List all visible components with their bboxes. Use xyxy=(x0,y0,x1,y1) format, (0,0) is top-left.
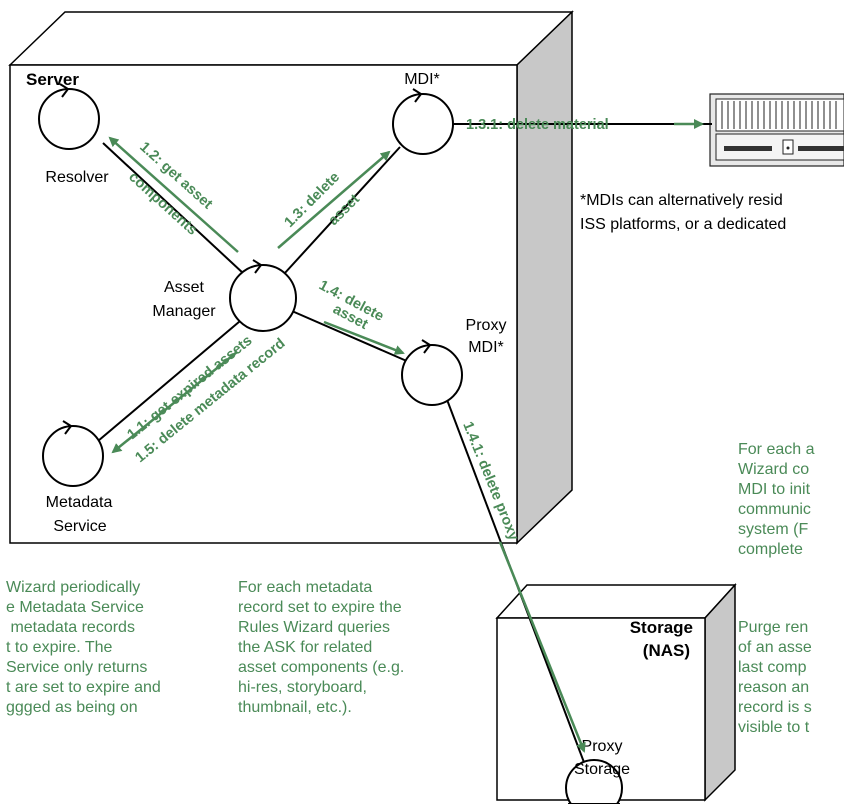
link-manager-metadata xyxy=(97,315,247,442)
storage-box-side xyxy=(704,583,736,802)
nodes xyxy=(38,88,623,804)
link-manager-mdi xyxy=(283,146,401,275)
arrow-1-2 xyxy=(108,136,239,253)
storage-title-line2: (NAS) xyxy=(643,641,690,660)
note-left: Wizard periodically e Metadata Service m… xyxy=(6,579,161,716)
asset-manager-node xyxy=(229,264,297,332)
loop-ticks xyxy=(59,83,432,435)
mdi-node xyxy=(392,93,454,155)
mdi-label: MDI* xyxy=(404,71,440,88)
rack-server-icon xyxy=(709,93,844,167)
note-middle: For each metadata record set to expire t… xyxy=(238,579,405,716)
server-box-side xyxy=(516,10,573,545)
proxy-storage-label-2: Storage xyxy=(574,761,630,778)
message-arrows xyxy=(108,119,704,753)
msg-1-3-1: 1.3.1: delete material xyxy=(466,117,609,133)
proxy-mdi-node xyxy=(401,344,463,406)
link-manager-proxymdi xyxy=(284,307,410,363)
proxy-mdi-label-1: Proxy xyxy=(466,317,507,334)
server-title: Server xyxy=(26,70,79,89)
proxy-storage-label-1: Proxy xyxy=(582,738,623,755)
storage-box: Storage (NAS) xyxy=(495,583,737,802)
arrow-1-4-1 xyxy=(498,541,586,753)
metadata-service-node xyxy=(42,425,104,487)
footnote-line2: ISS platforms, or a dedicated xyxy=(580,216,786,233)
server-box-top xyxy=(8,11,574,66)
note-right-top: For each a Wizard co MDI to init communi… xyxy=(738,441,815,558)
resolver-label: Resolver xyxy=(45,169,109,186)
note-right-bottom: Purge ren of an asse last comp reason an… xyxy=(738,619,812,736)
metadata-service-label-2: Service xyxy=(53,518,106,535)
arrow-1-4 xyxy=(323,320,405,355)
resolver-node xyxy=(38,88,100,150)
metadata-service-label-1: Metadata xyxy=(46,494,113,511)
asset-manager-label-1: Asset xyxy=(164,279,205,296)
arrow-1-3 xyxy=(277,150,391,249)
footnote-line1: *MDIs can alternatively resid xyxy=(580,192,783,209)
proxy-mdi-label-2: MDI* xyxy=(468,339,504,356)
storage-title-line1: Storage xyxy=(630,618,693,637)
arrow-1-1-1-5 xyxy=(111,351,238,454)
link-resolver-manager xyxy=(102,142,245,275)
storage-box-top xyxy=(495,584,737,619)
asset-manager-label-2: Manager xyxy=(152,303,216,320)
proxy-storage-node xyxy=(565,759,623,804)
